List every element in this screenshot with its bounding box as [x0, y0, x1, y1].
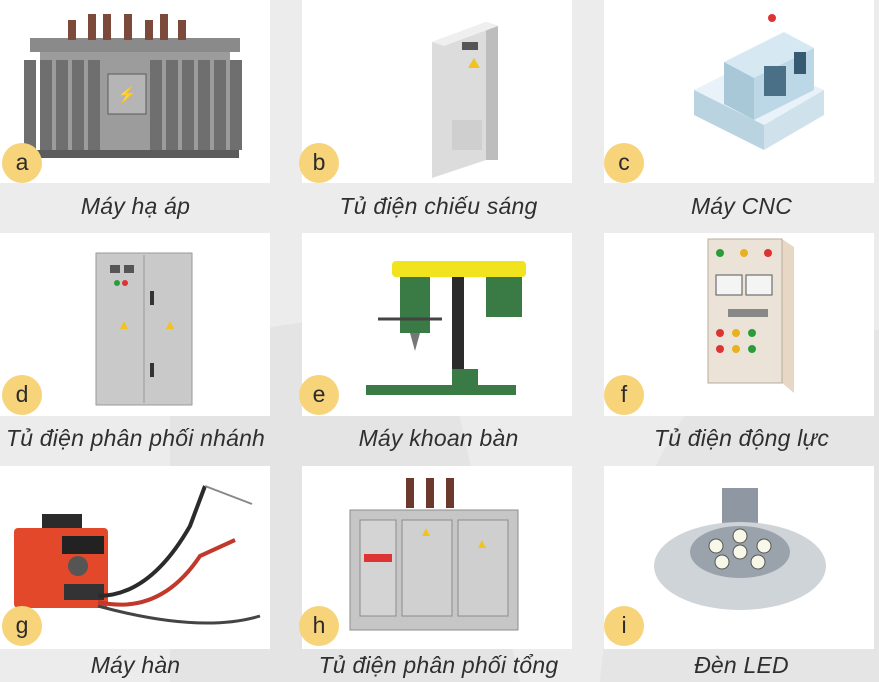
badge-b: b: [299, 143, 339, 183]
badge-a: a: [2, 143, 42, 183]
caption-i: Đèn LED: [694, 652, 789, 678]
badge-f: f: [604, 375, 644, 415]
badge-i: i: [604, 606, 644, 646]
item-b-image: [302, 0, 572, 183]
item-i-image: [604, 466, 874, 649]
badge-d: d: [2, 375, 42, 415]
badge-c: c: [604, 143, 644, 183]
item-g-image: [0, 466, 270, 649]
welding-machine-icon: [14, 485, 261, 625]
item-a-image: ⚡: [0, 0, 270, 183]
item-d-image: [0, 233, 270, 416]
step-down-transformer-icon: ⚡: [24, 14, 242, 158]
caption-e: Máy khoan bàn: [358, 425, 519, 451]
power-cabinet-icon: [707, 238, 794, 393]
badge-h: h: [299, 606, 339, 646]
svg-text:⚡: ⚡: [117, 85, 137, 104]
caption-h: Tủ điện phân phối tổng: [318, 652, 559, 678]
caption-f: Tủ điện động lực: [653, 425, 830, 451]
caption-b: Tủ điện chiếu sáng: [339, 193, 538, 219]
bench-drill-icon: [366, 261, 526, 395]
item-f-image: [604, 233, 874, 416]
cnc-machine-icon: [694, 14, 824, 150]
item-h-image: [302, 466, 572, 649]
item-e-image: [302, 233, 572, 416]
caption-d: Tủ điện phân phối nhánh: [5, 425, 266, 451]
caption-c: Máy CNC: [690, 193, 793, 219]
badge-g: g: [2, 606, 42, 646]
branch-distribution-cabinet-icon: [95, 252, 193, 406]
lighting-cabinet-icon: [432, 22, 498, 178]
item-c-image: [604, 0, 874, 183]
badge-e: e: [299, 375, 339, 415]
led-lamp-icon: [654, 488, 826, 610]
main-distribution-cabinet-icon: [349, 478, 519, 631]
caption-a: Máy hạ áp: [80, 193, 191, 219]
caption-g: Máy hàn: [90, 652, 181, 678]
